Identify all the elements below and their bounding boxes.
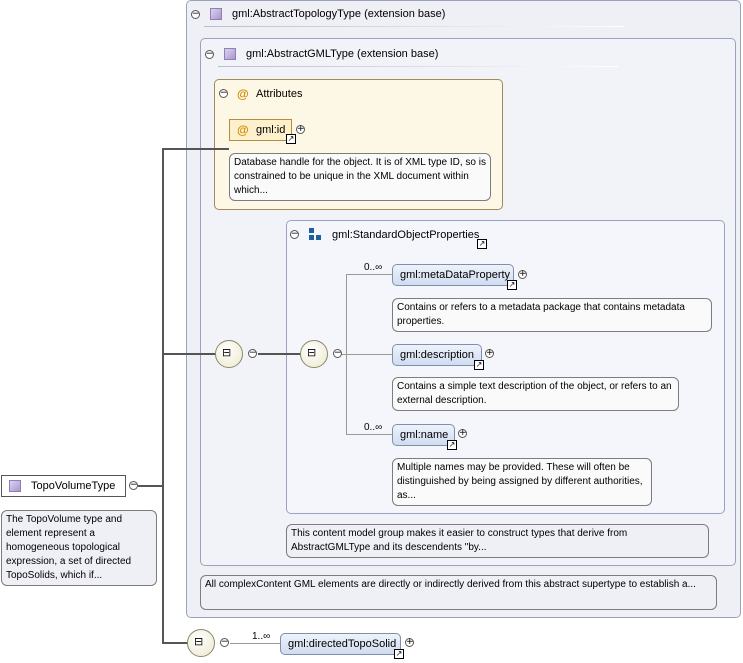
description-label: gml:description — [400, 349, 474, 361]
complex-type-icon — [224, 48, 236, 60]
topology-type-doc: All complexContent GML elements are dire… — [200, 575, 717, 610]
connector — [258, 353, 301, 355]
metadata-property-element[interactable] — [392, 264, 514, 286]
expand-icon[interactable]: + — [405, 637, 414, 647]
header-divider — [204, 26, 624, 27]
gml-id-label: gml:id — [256, 124, 286, 136]
collapse-icon[interactable]: − — [219, 88, 228, 98]
metadata-doc: Contains or refers to a metadata package… — [392, 298, 712, 332]
attribute-icon: @ — [237, 87, 249, 101]
sequence-icon[interactable] — [215, 340, 243, 368]
gml-id-attribute[interactable] — [229, 119, 292, 141]
name-doc: Multiple names may be provided. These wi… — [392, 458, 652, 506]
connector — [346, 274, 392, 275]
expand-icon[interactable]: + — [518, 269, 527, 279]
metadata-cardinality: 0..∞ — [364, 262, 383, 273]
gml-type-label: gml:AbstractGMLType (extension base) — [246, 48, 439, 60]
name-element[interactable] — [392, 424, 455, 446]
directed-cardinality: 1..∞ — [252, 631, 271, 642]
sequence-glyph: ⊟ — [307, 346, 317, 359]
collapse-icon[interactable]: − — [129, 480, 138, 490]
collapse-icon[interactable]: − — [290, 229, 299, 239]
reference-icon: ↗ — [447, 440, 457, 450]
root-label: TopoVolumeType — [31, 480, 116, 492]
gml-id-doc: Database handle for the object. It is of… — [229, 153, 491, 201]
expand-icon[interactable]: + — [296, 124, 305, 134]
collapse-icon[interactable]: − — [191, 9, 200, 19]
metadata-label: gml:metaDataProperty — [400, 269, 511, 281]
complex-type-icon — [9, 480, 21, 492]
description-element[interactable] — [392, 344, 482, 366]
sequence-glyph: ⊟ — [222, 346, 232, 359]
name-label: gml:name — [400, 429, 449, 441]
collapse-icon[interactable]: − — [220, 637, 229, 647]
directed-label: gml:directedTopoSolid — [288, 638, 397, 650]
root-doc: The TopoVolume type and element represen… — [1, 510, 157, 586]
header-divider — [218, 66, 618, 67]
root-type-node[interactable] — [1, 475, 126, 497]
topology-type-label: gml:AbstractTopologyType (extension base… — [232, 8, 446, 20]
collapse-icon[interactable]: − — [205, 49, 214, 59]
connector — [164, 353, 216, 355]
attributes-label: Attributes — [256, 88, 303, 100]
reference-icon: ↗ — [507, 280, 517, 290]
gml-type-doc: This content model group makes it easier… — [286, 524, 709, 558]
name-cardinality: 0..∞ — [364, 422, 383, 433]
collapse-icon[interactable]: − — [248, 348, 257, 358]
reference-icon: ↗ — [286, 134, 296, 144]
connector — [230, 643, 280, 644]
connector — [138, 485, 164, 487]
sequence-icon[interactable] — [187, 629, 215, 657]
complex-type-icon — [210, 8, 222, 20]
std-props-label: gml:StandardObjectProperties — [332, 229, 480, 241]
reference-icon: ↗ — [394, 649, 404, 659]
reference-icon: ↗ — [474, 360, 484, 370]
connector — [346, 434, 392, 435]
expand-icon[interactable]: + — [485, 348, 494, 358]
expand-icon[interactable]: + — [458, 428, 467, 438]
collapse-icon[interactable]: − — [333, 348, 342, 358]
directed-topo-solid-element[interactable] — [280, 633, 401, 655]
connector — [162, 149, 164, 643]
connector — [341, 354, 392, 355]
attribute-icon: @ — [237, 123, 249, 137]
sequence-glyph: ⊟ — [194, 635, 204, 648]
sequence-icon[interactable] — [300, 340, 328, 368]
description-doc: Contains a simple text description of th… — [392, 377, 679, 411]
connector — [162, 642, 188, 644]
group-icon — [309, 228, 323, 242]
reference-icon: ↗ — [477, 239, 487, 249]
connector — [162, 148, 229, 150]
